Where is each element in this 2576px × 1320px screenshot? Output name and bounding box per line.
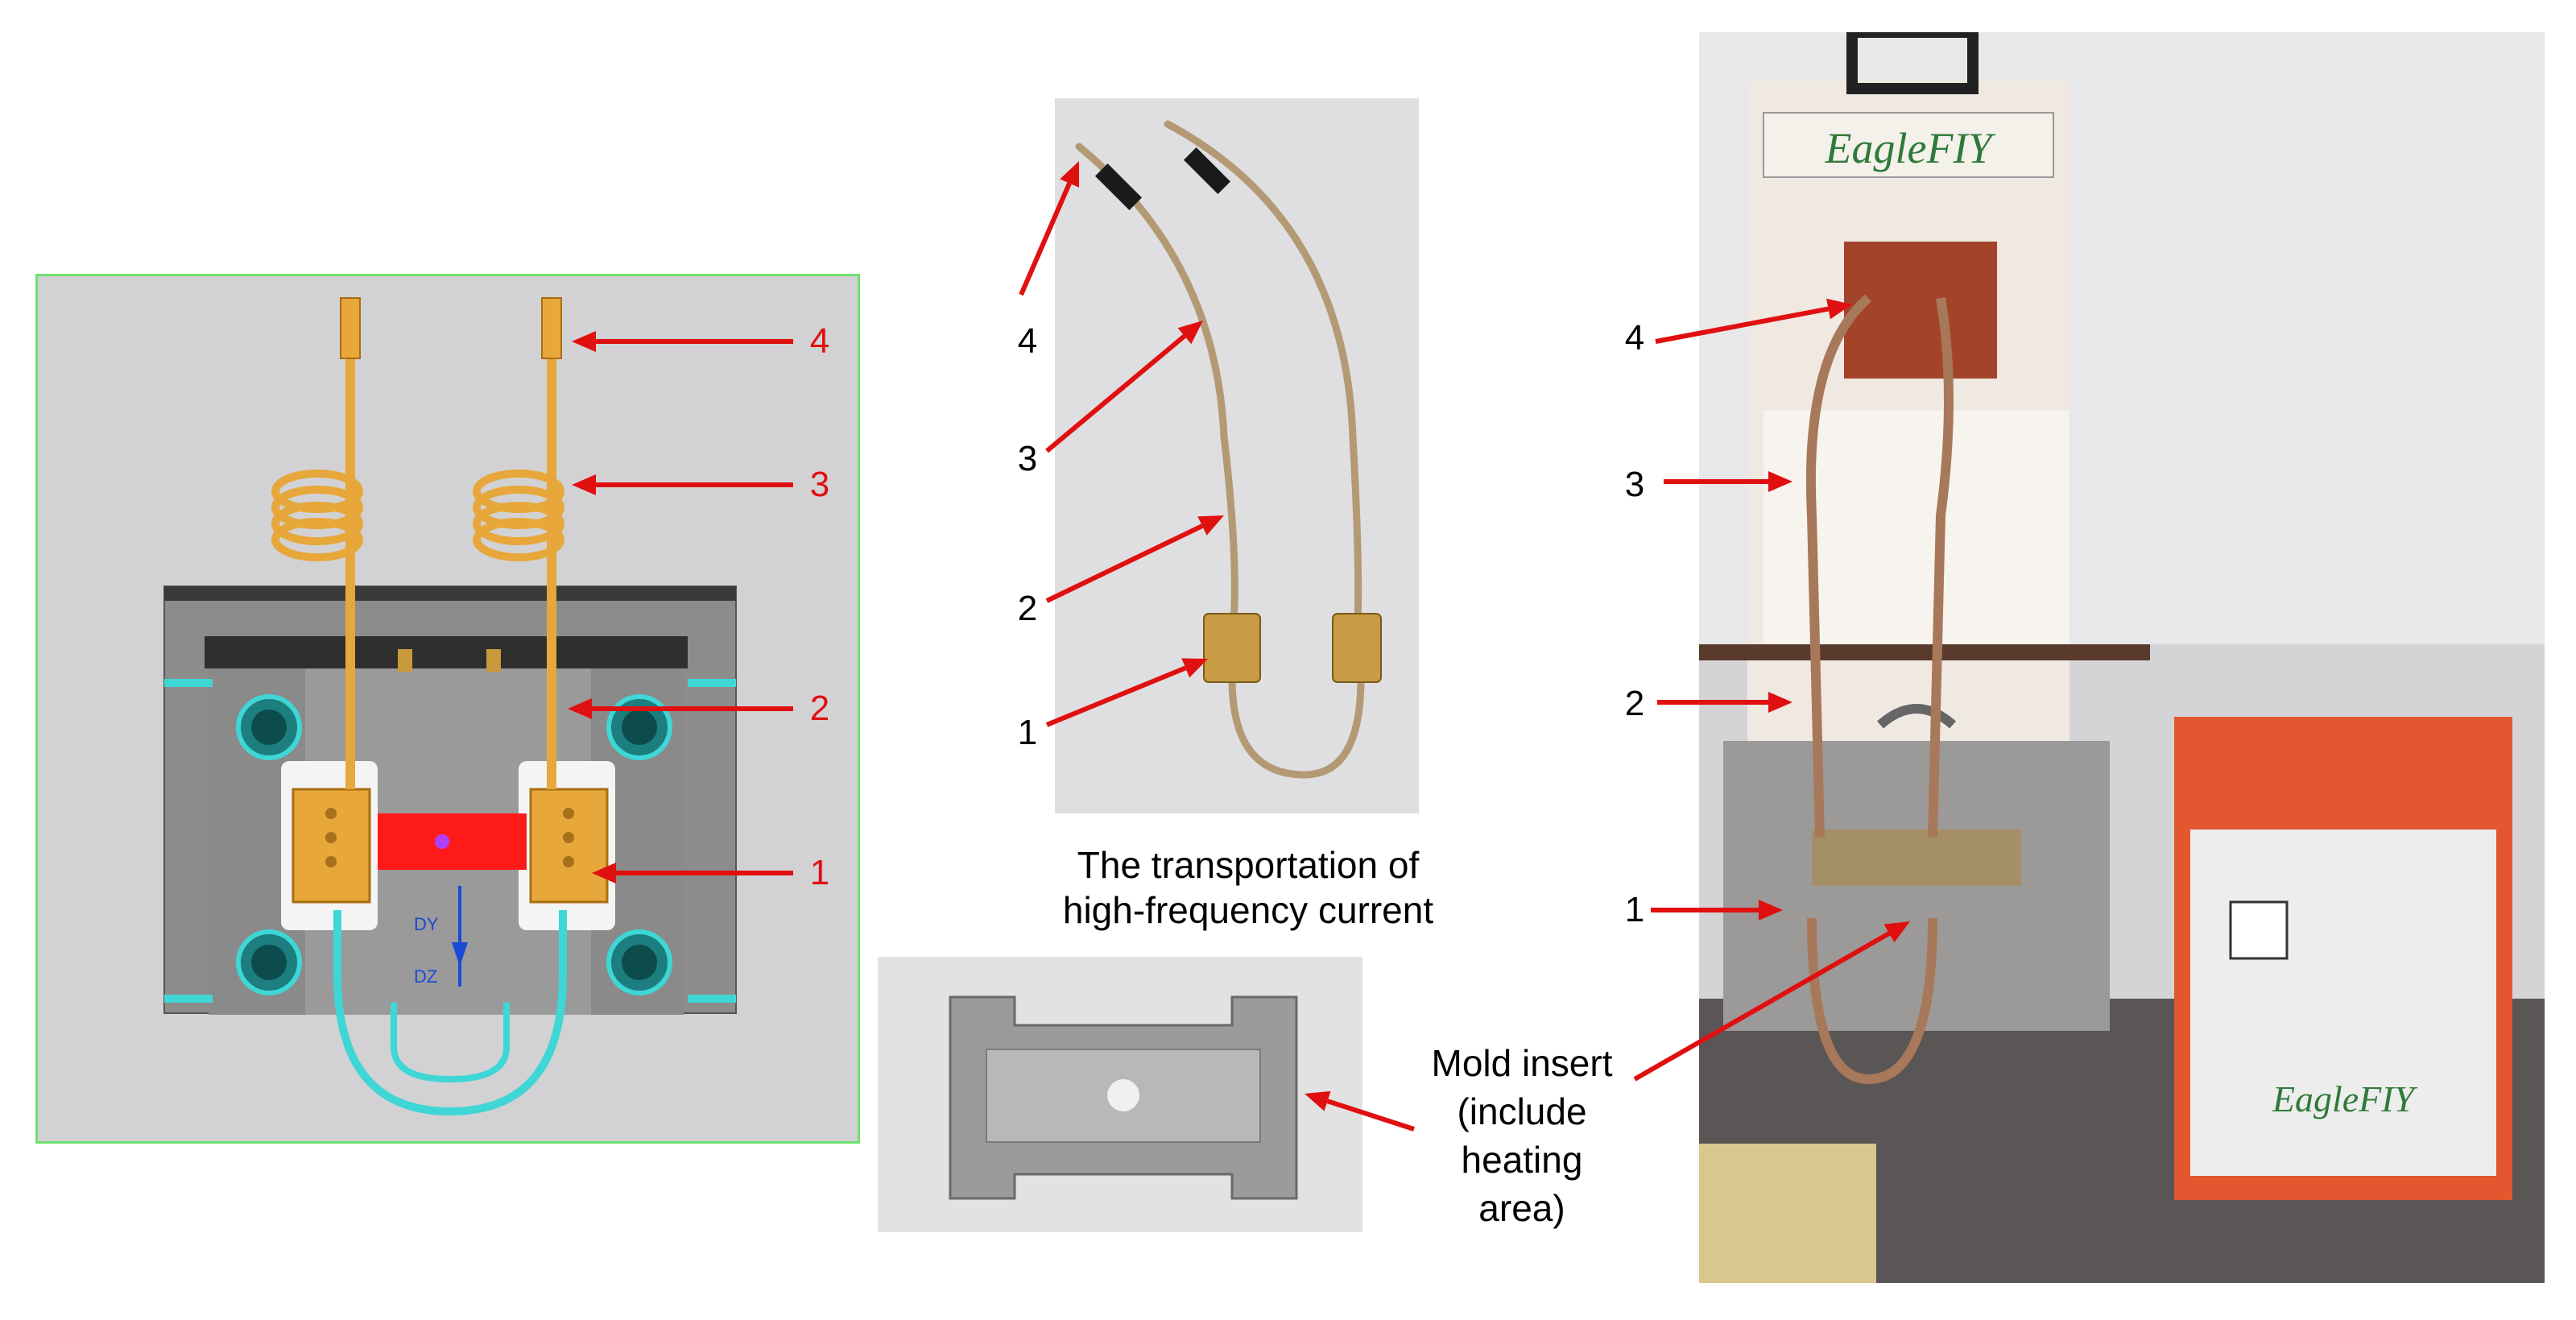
machine-top-brand: EagleFIY xyxy=(1825,124,1996,172)
mold-insert-photo-panel xyxy=(878,957,1362,1232)
insert-caption-line-1: Mold insert xyxy=(1431,1042,1613,1084)
machine-photo-drawing: EagleFIY EagleFIY xyxy=(1699,32,2545,1283)
cad-label-1: 1 xyxy=(809,853,830,892)
insert-caption-line-4: area) xyxy=(1478,1187,1565,1229)
cad-axis-y-label: DY xyxy=(414,914,439,934)
machine-front-brand: EagleFIY xyxy=(2272,1078,2418,1119)
cable-caption-line-1: The transportation of xyxy=(1077,844,1420,886)
mold-insert-drawing xyxy=(878,957,1362,1232)
cable-caption-line-2: high-frequency current xyxy=(1062,889,1434,931)
cable-caption: The transportation of high-frequency cur… xyxy=(999,842,1498,933)
machine-label-3: 3 xyxy=(1624,465,1645,504)
cable-photo-drawing xyxy=(1055,98,1419,813)
machine-label-4: 4 xyxy=(1624,318,1645,358)
cable-photo-panel xyxy=(1055,98,1419,813)
cable-label-3: 3 xyxy=(1017,439,1038,478)
insert-caption-line-3: heating xyxy=(1461,1139,1583,1181)
cad-model-panel: DY DZ xyxy=(35,274,860,1144)
cad-model-drawing: DY DZ xyxy=(35,274,860,1144)
machine-photo-panel: EagleFIY EagleFIY xyxy=(1699,32,2545,1283)
machine-label-2: 2 xyxy=(1624,684,1645,723)
cable-label-2: 2 xyxy=(1017,589,1038,628)
cable-label-4: 4 xyxy=(1017,321,1038,361)
cad-label-4: 4 xyxy=(809,321,830,361)
insert-caption-line-2: (include xyxy=(1457,1090,1587,1132)
cad-axis-z-label: DZ xyxy=(414,966,437,987)
cad-label-2: 2 xyxy=(809,689,830,728)
cable-label-1: 1 xyxy=(1017,713,1038,752)
machine-label-1: 1 xyxy=(1624,890,1645,929)
cad-label-3: 3 xyxy=(809,465,830,504)
insert-caption: Mold insert (include heating area) xyxy=(1401,1039,1643,1232)
